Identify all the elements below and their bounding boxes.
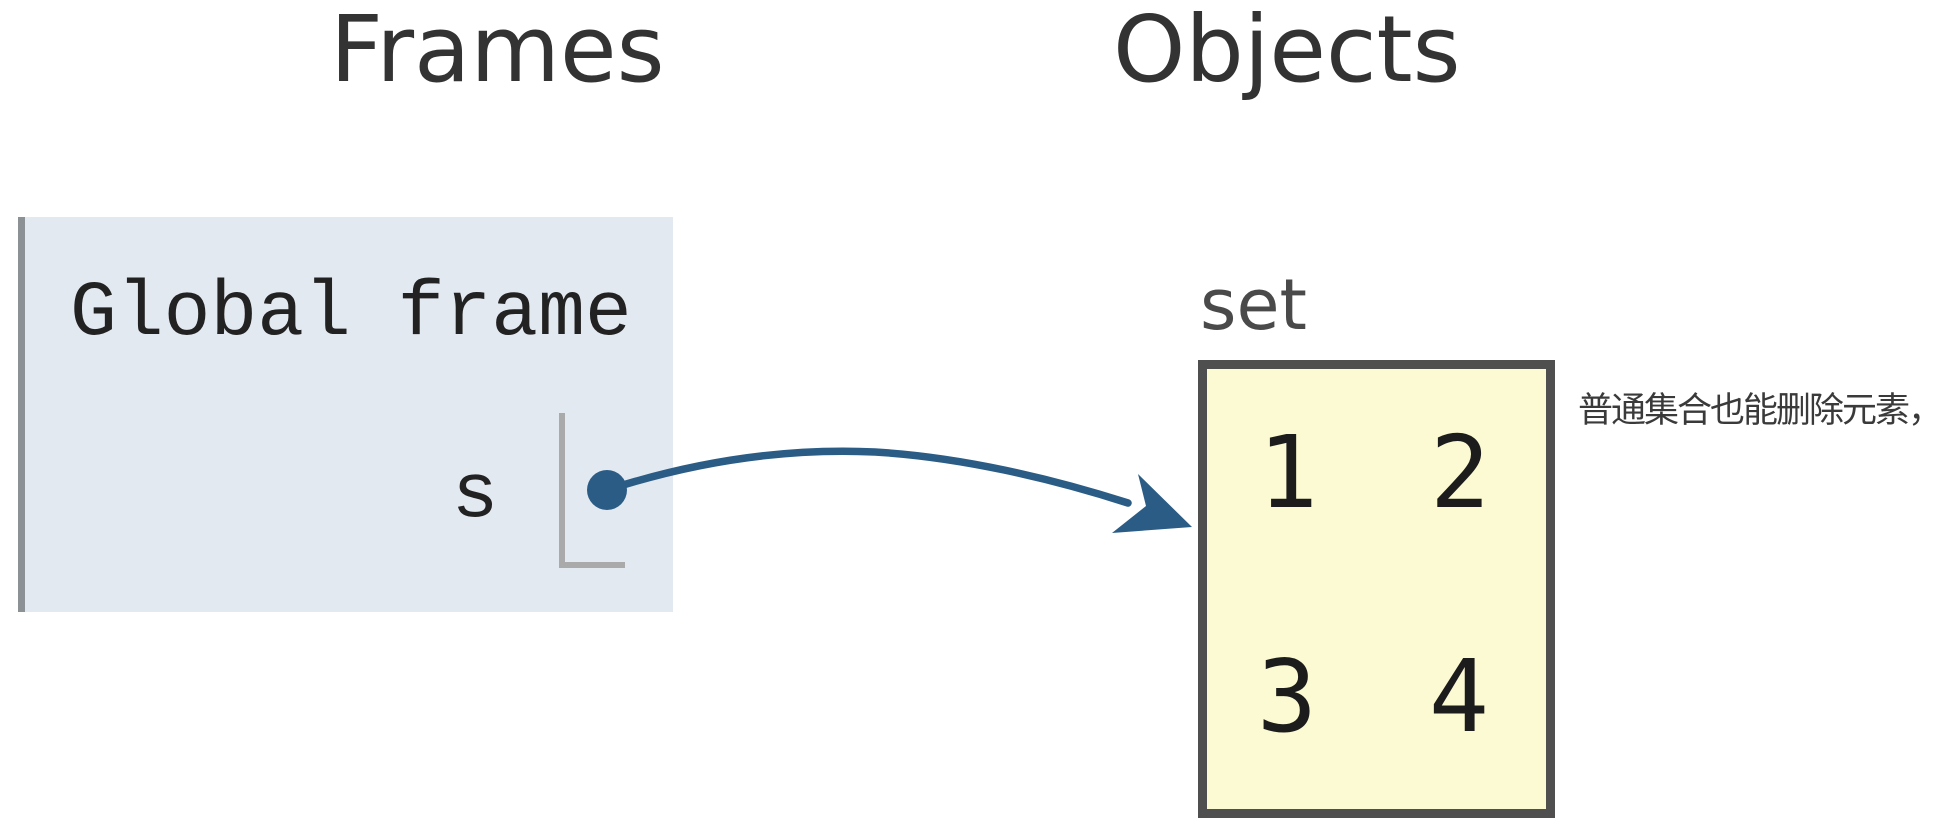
- arrowhead-icon: [1112, 474, 1192, 533]
- annotation-text: 普通集合也能删除元素，: [1578, 391, 1943, 431]
- pointer-arrow-curve: [603, 447, 1132, 507]
- set-object-box: [1198, 360, 1555, 818]
- global-frame-box: Global frame s: [18, 217, 673, 612]
- global-frame-title: Global frame: [70, 270, 632, 358]
- objects-column-heading: Objects: [1113, 0, 1461, 103]
- variable-name: s: [451, 452, 499, 540]
- frames-column-heading: Frames: [330, 0, 665, 103]
- set-element: 1: [1257, 414, 1319, 531]
- set-element: 3: [1256, 638, 1318, 755]
- set-element: 4: [1428, 638, 1490, 755]
- variable-value-cell: [559, 413, 625, 568]
- set-type-label: set: [1200, 264, 1307, 346]
- set-element: 2: [1429, 414, 1491, 531]
